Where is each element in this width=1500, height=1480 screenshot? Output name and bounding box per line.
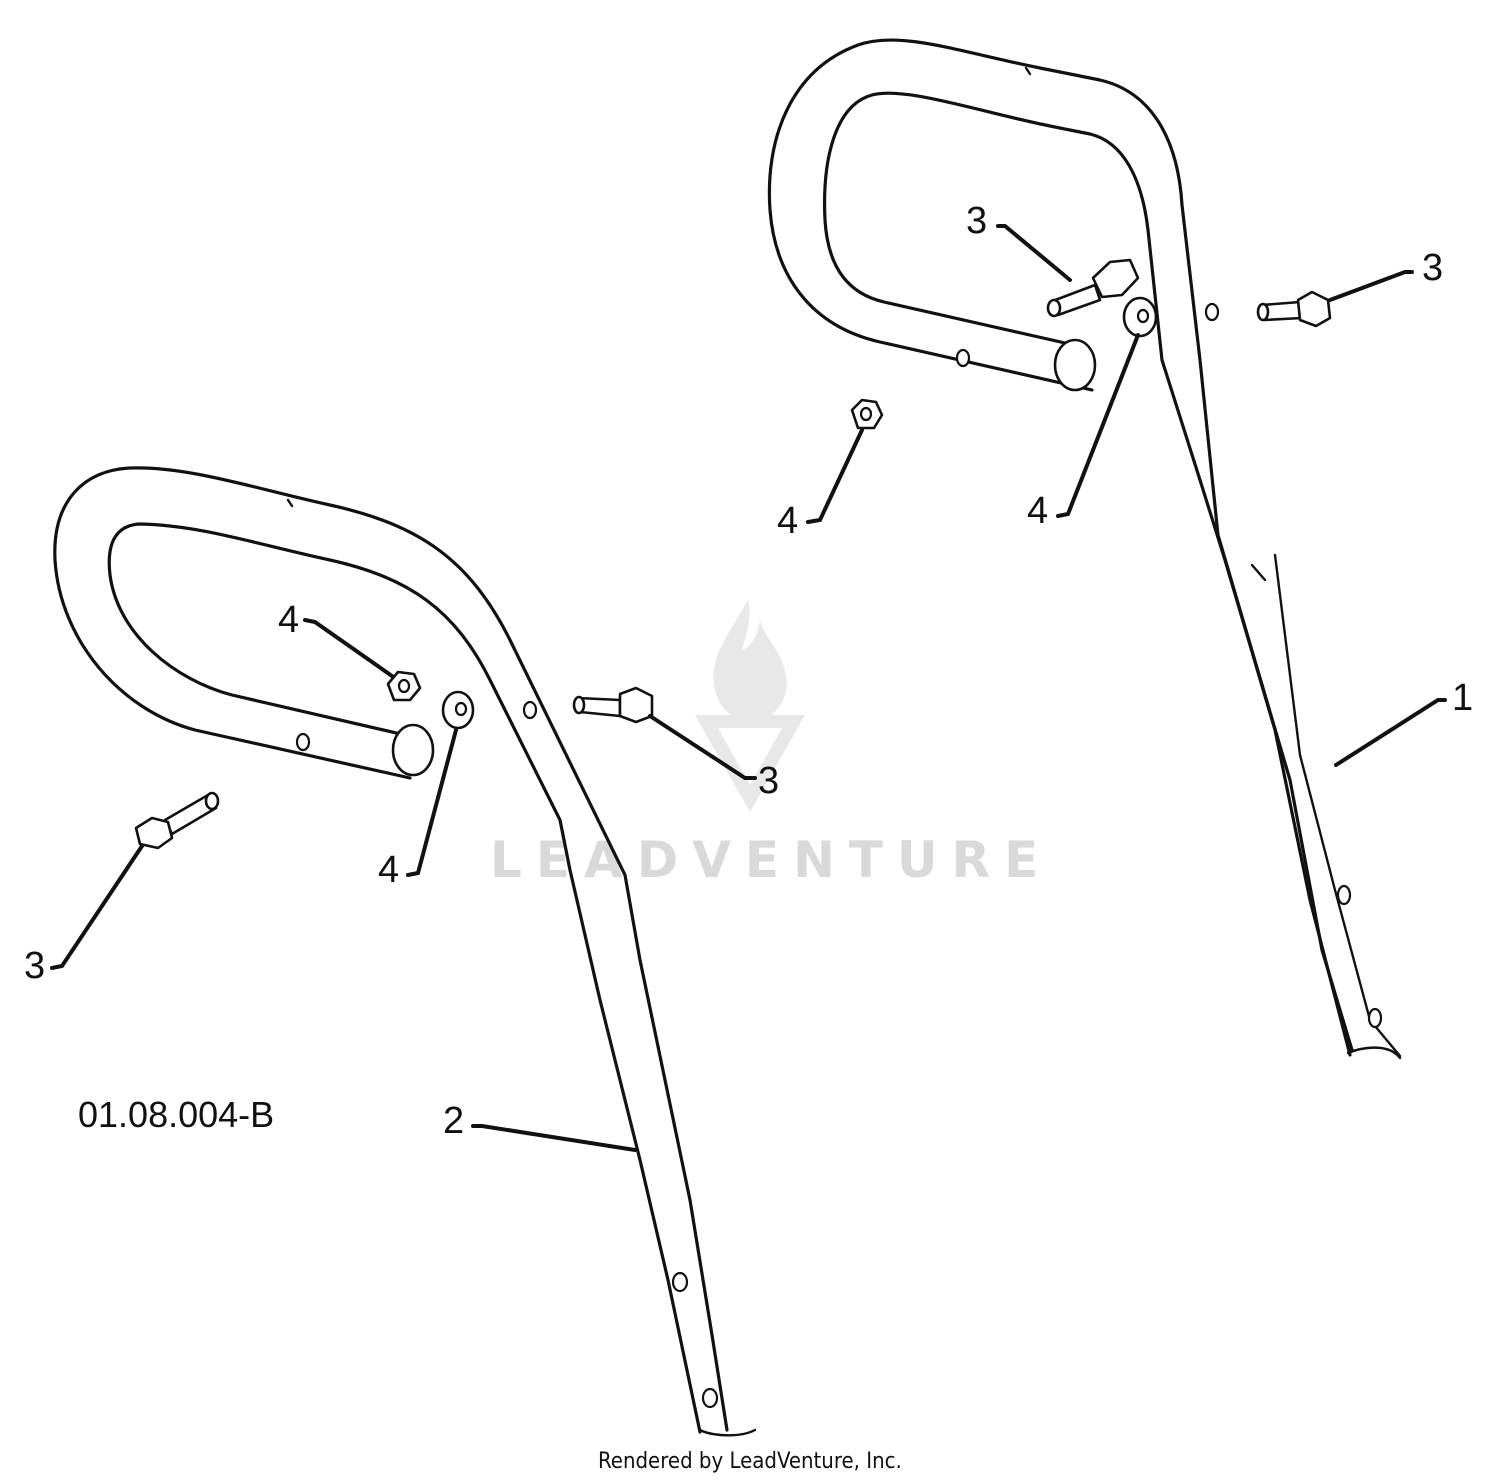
tube-end-left (391, 723, 435, 777)
leader-lines (50, 224, 1447, 1152)
hole (522, 700, 538, 720)
hole (295, 732, 311, 752)
watermark: LEADVENTURE (490, 600, 1052, 889)
callout-4-left-washer: 4 (378, 849, 399, 891)
hole (671, 1271, 689, 1293)
tube-end-right (1053, 338, 1097, 392)
hole (1336, 884, 1352, 906)
bolt-right-outer (1256, 290, 1332, 328)
washer-left (441, 690, 475, 730)
callout-4-right-nut: 4 (777, 500, 798, 542)
figure-code: 01.08.004-B (78, 1094, 274, 1135)
washer-right (1122, 296, 1158, 338)
callout-2: 2 (443, 1100, 464, 1142)
hole (1367, 1007, 1383, 1029)
nut-left (386, 670, 422, 702)
bolt-left-outer (134, 791, 220, 850)
callout-3-right-outer: 3 (1422, 247, 1443, 289)
handle-part-2 (53, 466, 757, 1437)
callout-3-left-inner: 3 (758, 760, 779, 802)
bolt-left-inner (572, 686, 654, 724)
hole (1204, 302, 1220, 322)
callout-labels: 1 2 3 3 3 3 4 4 4 4 (24, 200, 1473, 1142)
hole (955, 348, 971, 368)
callout-1: 1 (1452, 677, 1473, 719)
render-credit: Rendered by LeadVenture, Inc. (598, 1449, 902, 1474)
bolt-right-center (1046, 258, 1140, 318)
handle-part-1 (767, 38, 1402, 1060)
watermark-text: LEADVENTURE (490, 831, 1052, 889)
callout-3-left-outer: 3 (24, 945, 45, 987)
callout-3-right-center: 3 (966, 200, 987, 242)
hole (701, 1387, 719, 1409)
nut-right (850, 398, 884, 430)
callout-4-right-washer: 4 (1027, 490, 1048, 532)
watermark-v-icon (695, 715, 805, 812)
callout-4-left-nut: 4 (278, 599, 299, 641)
watermark-flame-icon (713, 600, 787, 723)
